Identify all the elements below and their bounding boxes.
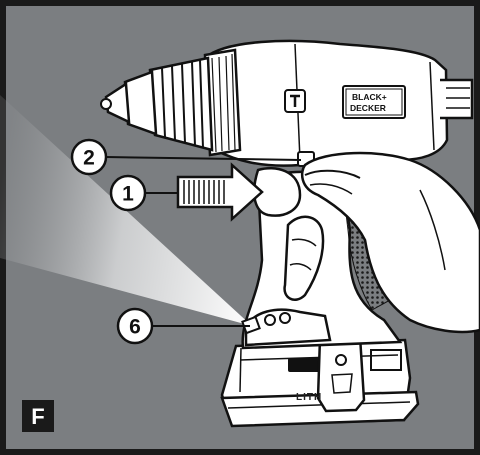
brand-line-2: DECKER	[350, 103, 386, 113]
battery-text: LITH	[296, 392, 322, 403]
push-arrow-icon	[176, 162, 264, 222]
torque-indicator-icon	[284, 89, 306, 113]
callout-6-number: 6	[129, 316, 141, 339]
callout-2: 2	[70, 138, 108, 176]
battery-pack: LITH	[220, 334, 420, 428]
chuck	[100, 56, 214, 152]
callout-1: 1	[109, 174, 178, 212]
work-light	[241, 312, 291, 335]
callout-6: 6	[116, 307, 154, 345]
brand-line-1: BLACK+	[352, 92, 387, 102]
brand-logo: BLACK+ DECKER	[342, 85, 406, 119]
figure-label: F	[22, 400, 54, 432]
trigger-switch	[252, 167, 302, 217]
callout-2-number: 2	[83, 147, 95, 170]
motor-housing	[203, 39, 449, 167]
callout-1-number: 1	[122, 183, 134, 206]
callout-2-leader	[105, 156, 302, 161]
hand-icon	[283, 151, 480, 334]
figure-letter: F	[31, 404, 44, 429]
